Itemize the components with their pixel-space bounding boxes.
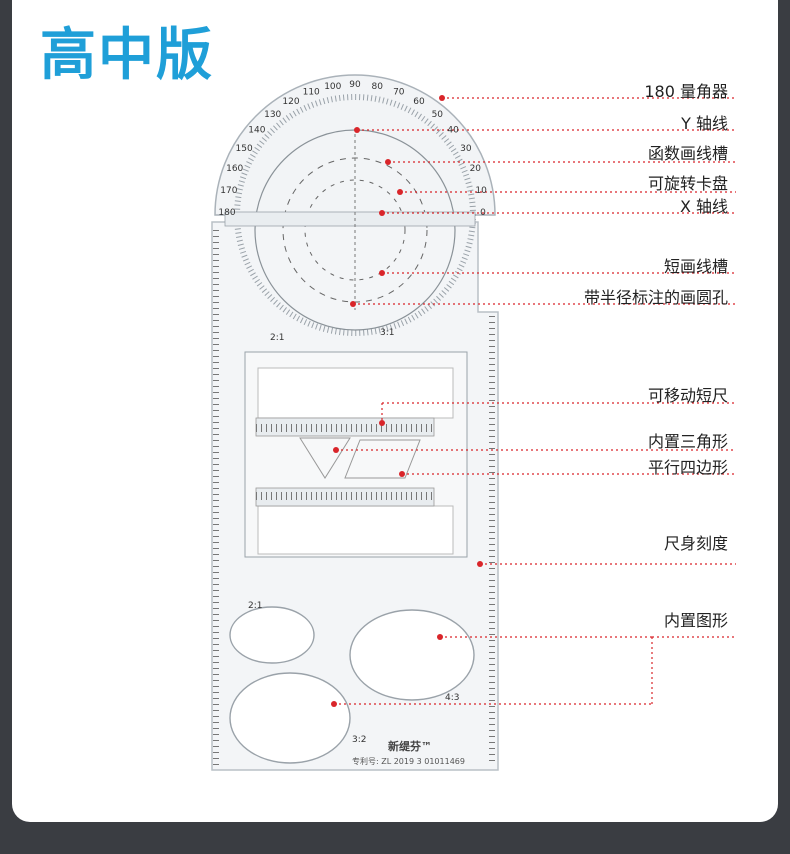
- ratio-label: 2:1: [248, 601, 262, 611]
- protractor-tick-label: 90: [349, 80, 361, 90]
- protractor-tick-label: 60: [413, 97, 425, 107]
- label-circle-holes: 带半径标注的画圆孔: [583, 288, 728, 307]
- page-title: 高中版: [40, 23, 214, 88]
- protractor-tick-label: 50: [432, 110, 444, 120]
- protractor-tick-label: 110: [303, 88, 320, 98]
- ratio-label: 3:2: [352, 735, 366, 745]
- protractor-tick-label: 10: [475, 186, 487, 196]
- label-rotating-disc: 可旋转卡盘: [647, 174, 728, 193]
- protractor-tick-label: 100: [324, 82, 341, 92]
- ratio-label: 3:1: [380, 328, 394, 338]
- protractor-tick-label: 0: [480, 208, 486, 218]
- protractor-tick-label: 40: [447, 126, 459, 136]
- protractor-tick-label: 30: [460, 144, 472, 154]
- protractor-tick-label: 150: [236, 144, 253, 154]
- label-x-axis: X 轴线: [679, 197, 728, 216]
- protractor-tick-label: 140: [248, 126, 265, 136]
- protractor-tick-label: 170: [220, 186, 237, 196]
- protractor-tick-label: 80: [371, 82, 383, 92]
- label-ruler-scale: 尺身刻度: [663, 534, 728, 553]
- protractor-tick-label: 20: [470, 164, 482, 174]
- label-function-slot: 函数画线槽: [647, 144, 728, 163]
- protractor-tick-label: 180: [218, 208, 235, 218]
- protractor-tick-label: 130: [264, 110, 281, 120]
- label-protractor: 180 量角器: [644, 82, 728, 101]
- label-movable-ruler: 可移动短尺: [647, 386, 728, 405]
- ratio-label: 4:3: [445, 693, 459, 703]
- label-triangle: 内置三角形: [647, 432, 728, 451]
- ratio-label: 2:1: [270, 333, 284, 343]
- protractor-tick-label: 160: [226, 164, 243, 174]
- protractor-tick-label: 120: [282, 97, 299, 107]
- label-y-axis: Y 轴线: [681, 114, 728, 133]
- patent-number: 专利号: ZL 2019 3 01011469: [352, 757, 465, 766]
- brand-mark: 新缇芬™: [388, 740, 432, 753]
- label-short-dash-slot: 短画线槽: [663, 257, 728, 276]
- label-parallelogram: 平行四边形: [647, 458, 728, 477]
- protractor-tick-label: 70: [393, 88, 405, 98]
- label-shapes: 内置图形: [663, 611, 728, 630]
